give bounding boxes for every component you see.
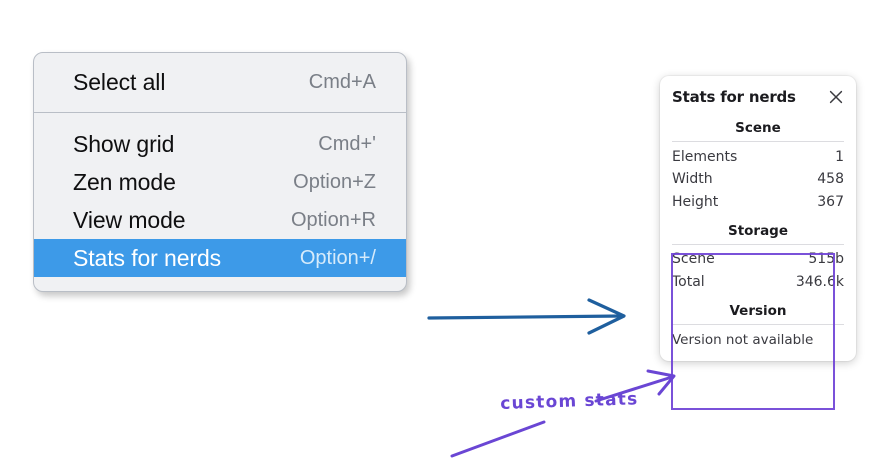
blue-arrow — [427, 298, 626, 335]
section-rule — [672, 243, 844, 245]
version-note: Version not available — [672, 331, 814, 348]
section-rule — [672, 141, 844, 142]
menu-item-select-all[interactable]: Select all Cmd+A — [34, 63, 406, 101]
menu-item-shortcut: Cmd+' — [318, 132, 376, 155]
stats-row-width: Width 458 — [672, 169, 844, 192]
stats-row-value: 346.6k — [795, 273, 844, 290]
menu-item-stats-for-nerds[interactable]: Stats for nerds Option+/ — [34, 239, 406, 277]
stats-row-key: Height — [672, 193, 719, 210]
stats-section-storage: Storage Scene 515b Total 346.6k — [672, 221, 844, 294]
stats-for-nerds-panel: Stats for nerds Scene Elements 1 Width 4… — [660, 76, 856, 361]
stats-row-key: Total — [672, 273, 705, 290]
menu-divider — [34, 112, 406, 113]
section-heading: Version — [729, 302, 787, 319]
menu-item-label: Stats for nerds — [73, 244, 222, 271]
menu-item-shortcut: Option+/ — [299, 246, 376, 269]
stats-row-value: 458 — [817, 171, 844, 187]
annotation-label: custom stats — [500, 389, 639, 414]
stats-row-key: Width — [672, 171, 713, 187]
menu-item-label: View mode — [73, 206, 186, 233]
menu-item-zen-mode[interactable]: Zen mode Option+Z — [34, 163, 406, 201]
menu-item-view-mode[interactable]: View mode Option+R — [34, 201, 406, 239]
section-heading: Scene — [735, 120, 781, 136]
stats-row-elements: Elements 1 — [672, 146, 844, 169]
stats-row-key: Scene — [672, 251, 715, 267]
stats-row-key: Elements — [672, 148, 738, 165]
menu-item-shortcut: Cmd+A — [308, 70, 376, 93]
menu-item-show-grid[interactable]: Show grid Cmd+' — [34, 125, 406, 163]
stats-row-height: Height 367 — [672, 191, 844, 214]
close-icon[interactable] — [828, 89, 844, 105]
stats-row-value: 515b — [808, 251, 844, 267]
context-menu-group-2: Show grid Cmd+' Zen mode Option+Z View m… — [34, 113, 406, 291]
menu-item-label: Select all — [73, 68, 166, 95]
menu-item-label: Zen mode — [73, 168, 176, 195]
stats-row-value: 1 — [835, 148, 844, 165]
menu-item-label: Show grid — [73, 130, 175, 157]
context-menu-group-1: Select all Cmd+A — [34, 53, 406, 112]
stats-section-scene: Scene Elements 1 Width 458 Height 367 — [672, 118, 844, 214]
stats-row-storage-total: Total 346.6k — [672, 271, 844, 294]
stats-row-storage-scene: Scene 515b — [672, 249, 844, 272]
stats-panel-titlebar: Stats for nerds — [672, 88, 844, 106]
context-menu: Select all Cmd+A Show grid Cmd+' Zen mod… — [33, 52, 407, 292]
section-heading: Storage — [727, 222, 789, 239]
stats-row-value: 367 — [817, 193, 844, 210]
stats-section-version: Version Version not available — [672, 301, 844, 349]
purple-underline-stroke — [450, 420, 546, 458]
stats-panel-title: Stats for nerds — [672, 88, 796, 106]
menu-item-shortcut: Option+R — [290, 208, 376, 231]
menu-item-shortcut: Option+Z — [293, 170, 376, 193]
section-rule — [672, 323, 844, 325]
